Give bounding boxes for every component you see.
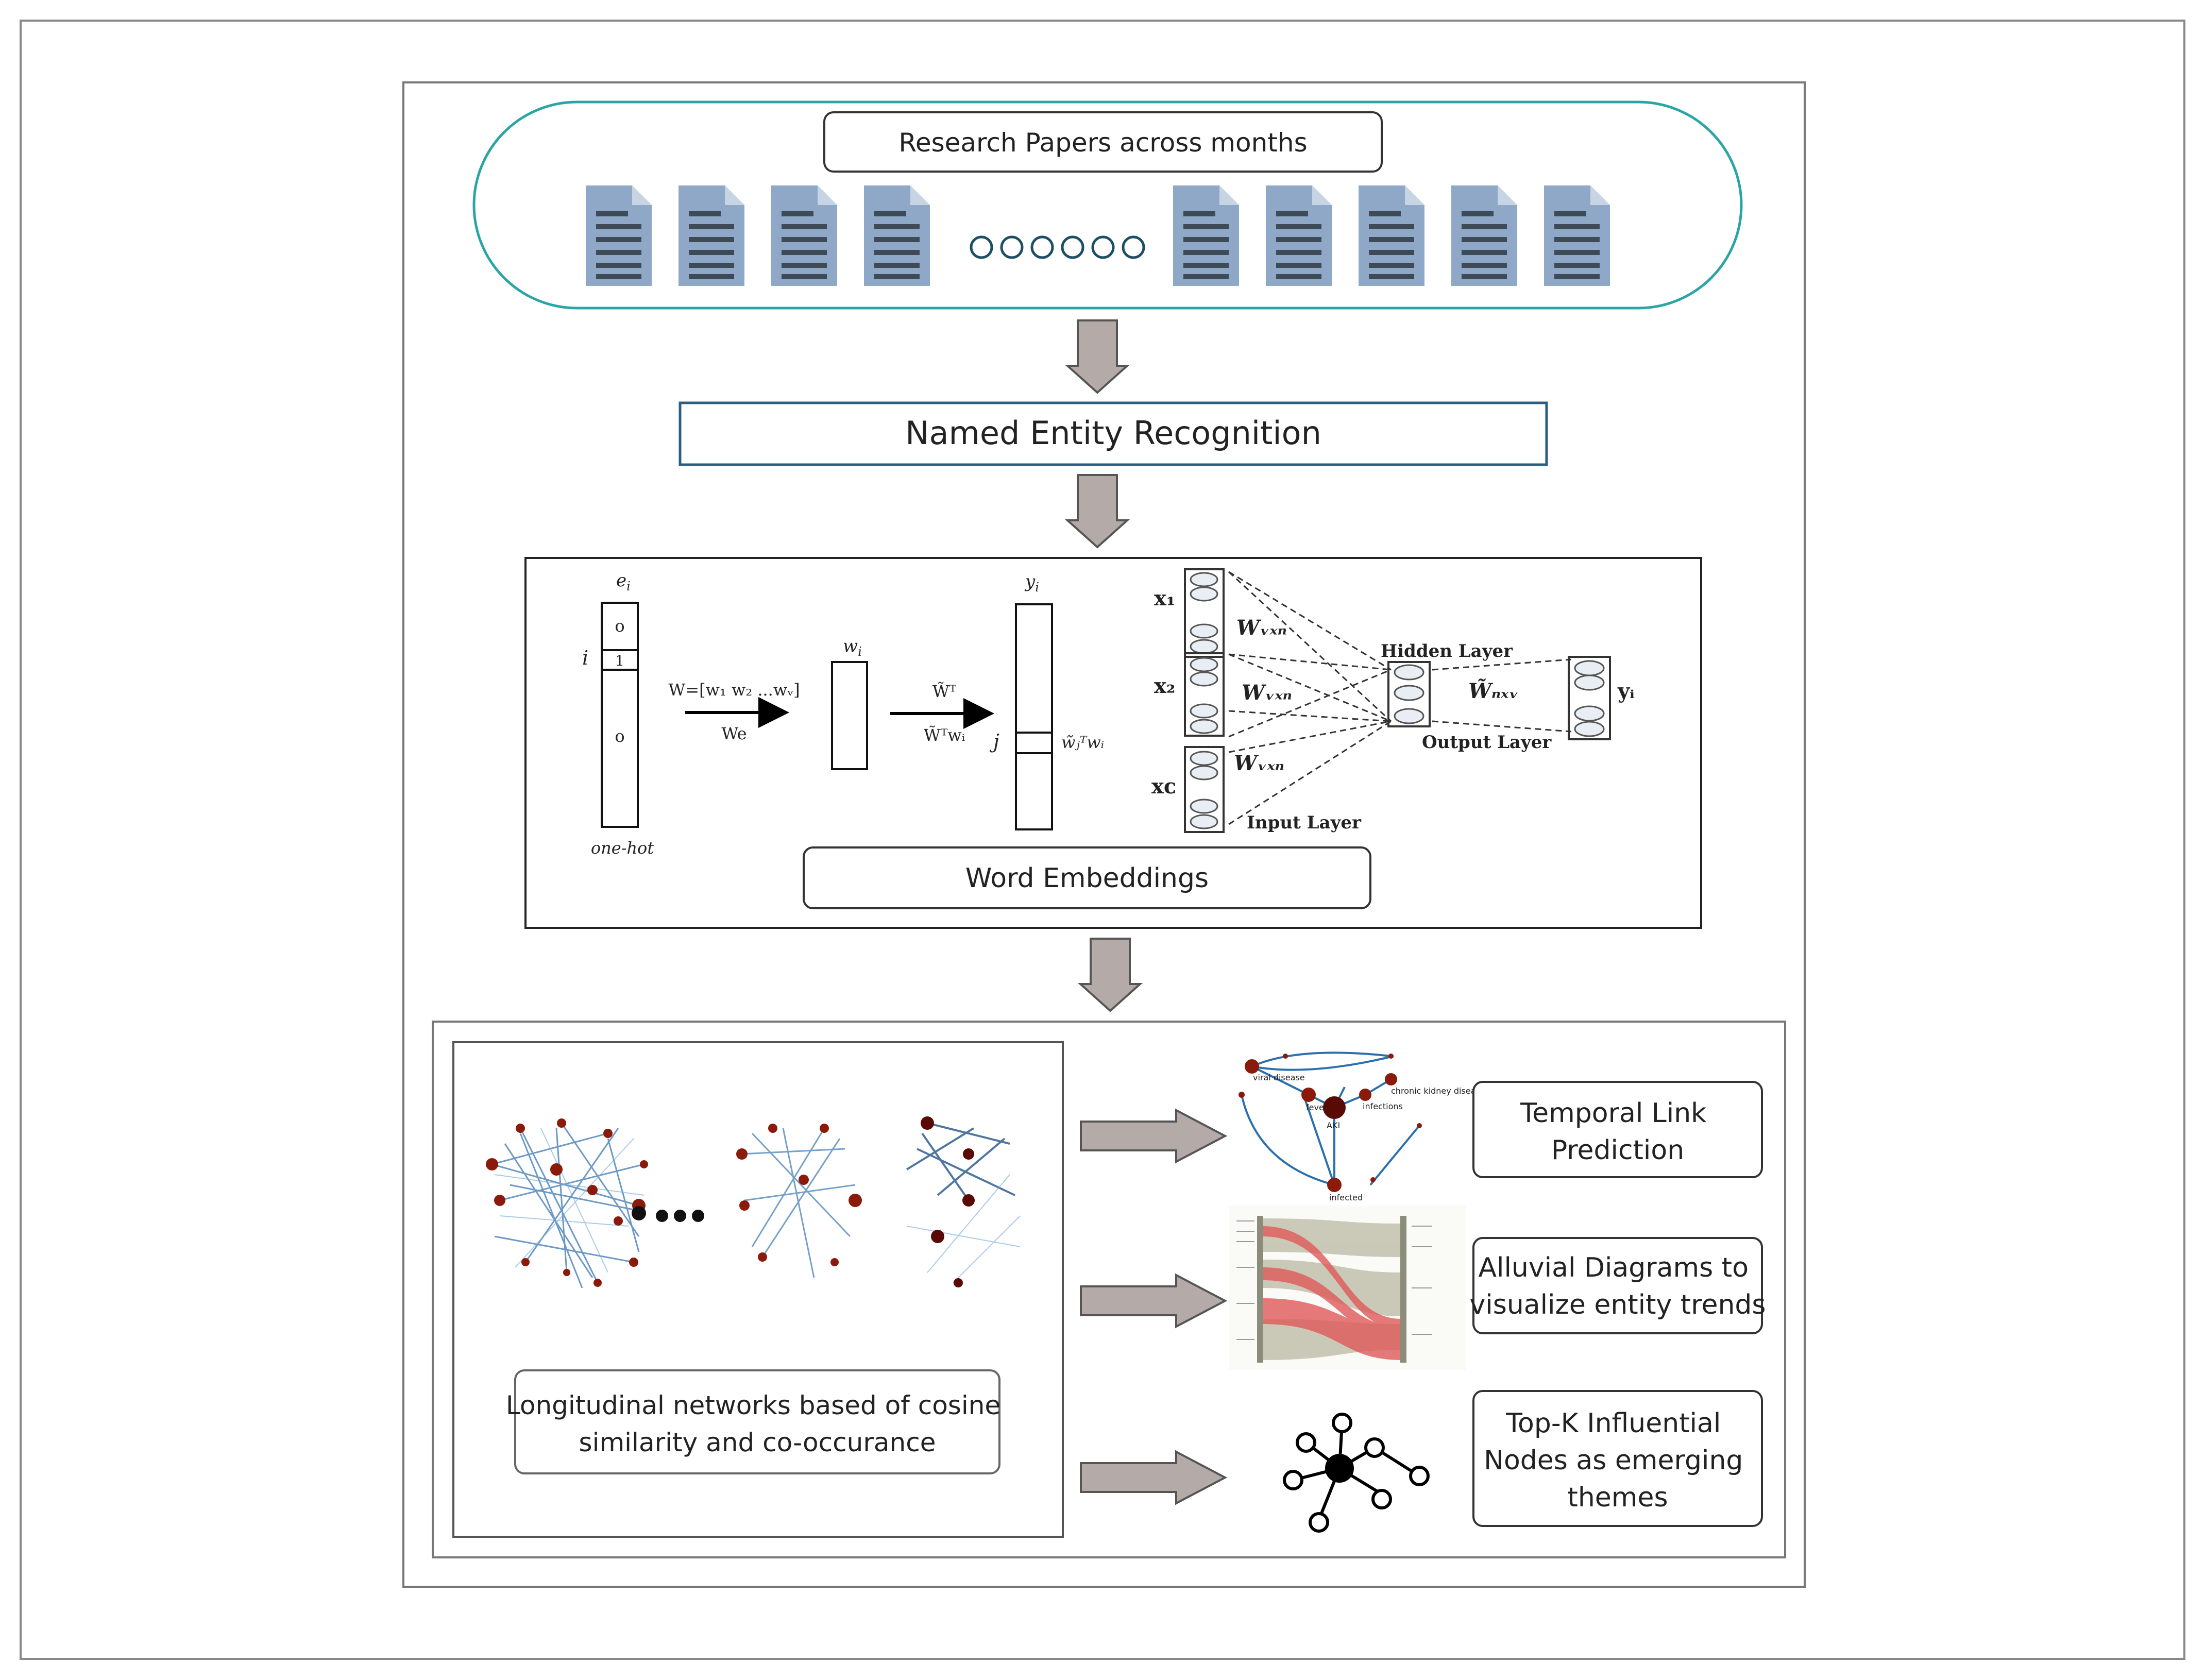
output-row-text: w̃ⱼᵀwᵢ — [1061, 733, 1104, 752]
onehot-vector — [601, 602, 639, 828]
alluvial-label: Alluvial Diagrams to visualize entity tr… — [1470, 1252, 1766, 1320]
w-transpose-label: W̃ᵀ — [932, 682, 957, 701]
onehot-cell-top: o — [615, 616, 624, 636]
ner-title: Named Entity Recognition — [905, 414, 1321, 452]
wnv-label: W̃ₙₓᵥ — [1468, 679, 1519, 703]
down-arrow-1 — [1066, 319, 1128, 394]
link-node-label: AKI — [1327, 1121, 1340, 1130]
output-vec-label: yi — [1024, 571, 1039, 595]
document-icon — [586, 185, 652, 286]
w3-label: Wᵥₓₙ — [1234, 751, 1284, 775]
hidden-vec-label: wi — [843, 636, 862, 659]
networks-caption: Longitudinal networks based of cosine si… — [506, 1390, 1009, 1457]
link-node-label: fever — [1306, 1102, 1328, 1112]
onehot-row-label: i — [582, 647, 588, 669]
we-label: We — [721, 724, 747, 743]
papers-title: Research Papers across months — [898, 128, 1307, 158]
xc-label: xᴄ — [1151, 774, 1176, 799]
longitudinal-networks — [486, 1116, 1021, 1288]
influential-nodes-graphic — [1283, 1413, 1430, 1533]
top-k-box — [1472, 1390, 1763, 1527]
down-arrow-2 — [1066, 474, 1128, 548]
right-arrow-1 — [1080, 1109, 1226, 1163]
onehot-cell-one: 1 — [615, 652, 624, 669]
document-icon — [1266, 185, 1332, 286]
cbow-network: x₁ x₂ xᴄ Wᵥₓₙ Wᵥₓₙ Wᵥₓₙ W̃ₙₓᵥ yᵢ Hidden … — [1151, 568, 1635, 833]
document-icon — [1451, 185, 1517, 286]
word-embeddings-title-box — [803, 846, 1371, 909]
temporal-link-box — [1472, 1081, 1763, 1178]
analysis-frame — [432, 1021, 1786, 1558]
input-layer-label: Input Layer — [1247, 812, 1362, 833]
document-icon — [679, 185, 744, 286]
ellipsis-dots — [970, 235, 1145, 259]
onehot-cell-bottom: o — [615, 726, 624, 746]
x1-label: x₁ — [1154, 586, 1175, 610]
ner-box — [679, 401, 1548, 466]
right-arrow-3 — [1080, 1451, 1226, 1504]
temporal-link-label: Temporal Link Prediction — [1520, 1098, 1715, 1166]
pipeline-frame — [402, 81, 1806, 1588]
document-icon — [771, 185, 837, 286]
link-node-label: viral disease — [1253, 1073, 1305, 1082]
onehot-caption: one-hot — [591, 838, 654, 858]
link-node-label: chronic kidney disease — [1391, 1086, 1485, 1096]
onehot-label: ei — [616, 570, 631, 593]
w1-label: Wᵥₓₙ — [1236, 616, 1287, 640]
w2-label: Wᵥₓₙ — [1242, 681, 1292, 705]
down-arrow-3 — [1079, 938, 1141, 1012]
link-node-label: infections — [1363, 1101, 1403, 1111]
networks-caption-box — [514, 1369, 1000, 1474]
x2-label: x₂ — [1154, 674, 1175, 698]
alluvial-diagram — [1229, 1206, 1466, 1370]
w-matrix-label: W=[w₁ w₂ ...wᵥ] — [668, 680, 800, 700]
outer-frame — [20, 20, 2185, 1660]
document-icon — [864, 185, 930, 286]
right-arrow-2 — [1080, 1274, 1226, 1328]
papers-title-box — [823, 111, 1383, 173]
hidden-vector — [831, 661, 868, 770]
document-icon — [1544, 185, 1610, 286]
w-transpose-w-label: W̃ᵀwᵢ — [924, 725, 965, 745]
top-k-label: Top-K Influential Nodes as emerging them… — [1484, 1408, 1752, 1513]
word-embeddings-title: Word Embeddings — [965, 863, 1209, 894]
document-icons — [586, 185, 1610, 286]
document-icon — [1359, 185, 1424, 286]
yi-label: yᵢ — [1617, 679, 1635, 703]
document-icon — [1173, 185, 1239, 286]
link-prediction-graph: viral disease fever infections AKI chron… — [1239, 1051, 1485, 1202]
output-vector — [1015, 603, 1053, 830]
link-node-label: infected — [1329, 1193, 1363, 1202]
hidden-layer-label: Hidden Layer — [1381, 641, 1513, 661]
alluvial-box — [1472, 1237, 1763, 1334]
papers-pill — [472, 100, 1743, 310]
output-layer-label: Output Layer — [1422, 732, 1552, 753]
